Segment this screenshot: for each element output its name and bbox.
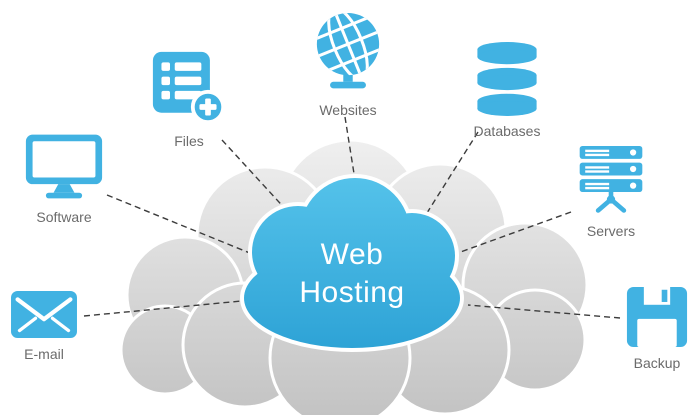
node-label-websites: Websites	[319, 102, 377, 118]
blue-cloud	[244, 178, 460, 348]
node-servers: Servers	[570, 146, 652, 239]
node-label-files: Files	[174, 133, 204, 149]
floppy-disk-icon	[626, 286, 688, 348]
node-label-email: E-mail	[24, 346, 64, 362]
files-icon	[152, 51, 226, 125]
node-label-databases: Databases	[473, 123, 541, 139]
node-label-software: Software	[36, 209, 92, 225]
node-label-servers: Servers	[586, 223, 636, 239]
node-email: E-mail	[6, 290, 82, 362]
node-software: Software	[20, 132, 108, 225]
node-databases: Databases	[462, 42, 552, 139]
globe-icon	[314, 12, 382, 89]
connector-backup	[467, 304, 621, 319]
connector-email	[83, 299, 253, 317]
cloud-title-line2: Hosting	[299, 276, 405, 309]
cloud-title: Web Hosting	[252, 236, 452, 312]
server-rack-icon	[579, 146, 643, 213]
node-files: Files	[146, 50, 232, 149]
cloud-title-line1: Web	[320, 238, 384, 271]
node-backup: Backup	[621, 286, 693, 371]
monitor-icon	[25, 134, 103, 199]
database-stack-icon	[477, 42, 537, 116]
node-label-backup: Backup	[633, 355, 681, 371]
envelope-icon	[11, 290, 77, 339]
node-websites: Websites	[306, 12, 390, 118]
connector-databases	[419, 131, 479, 225]
connector-servers	[454, 211, 572, 255]
